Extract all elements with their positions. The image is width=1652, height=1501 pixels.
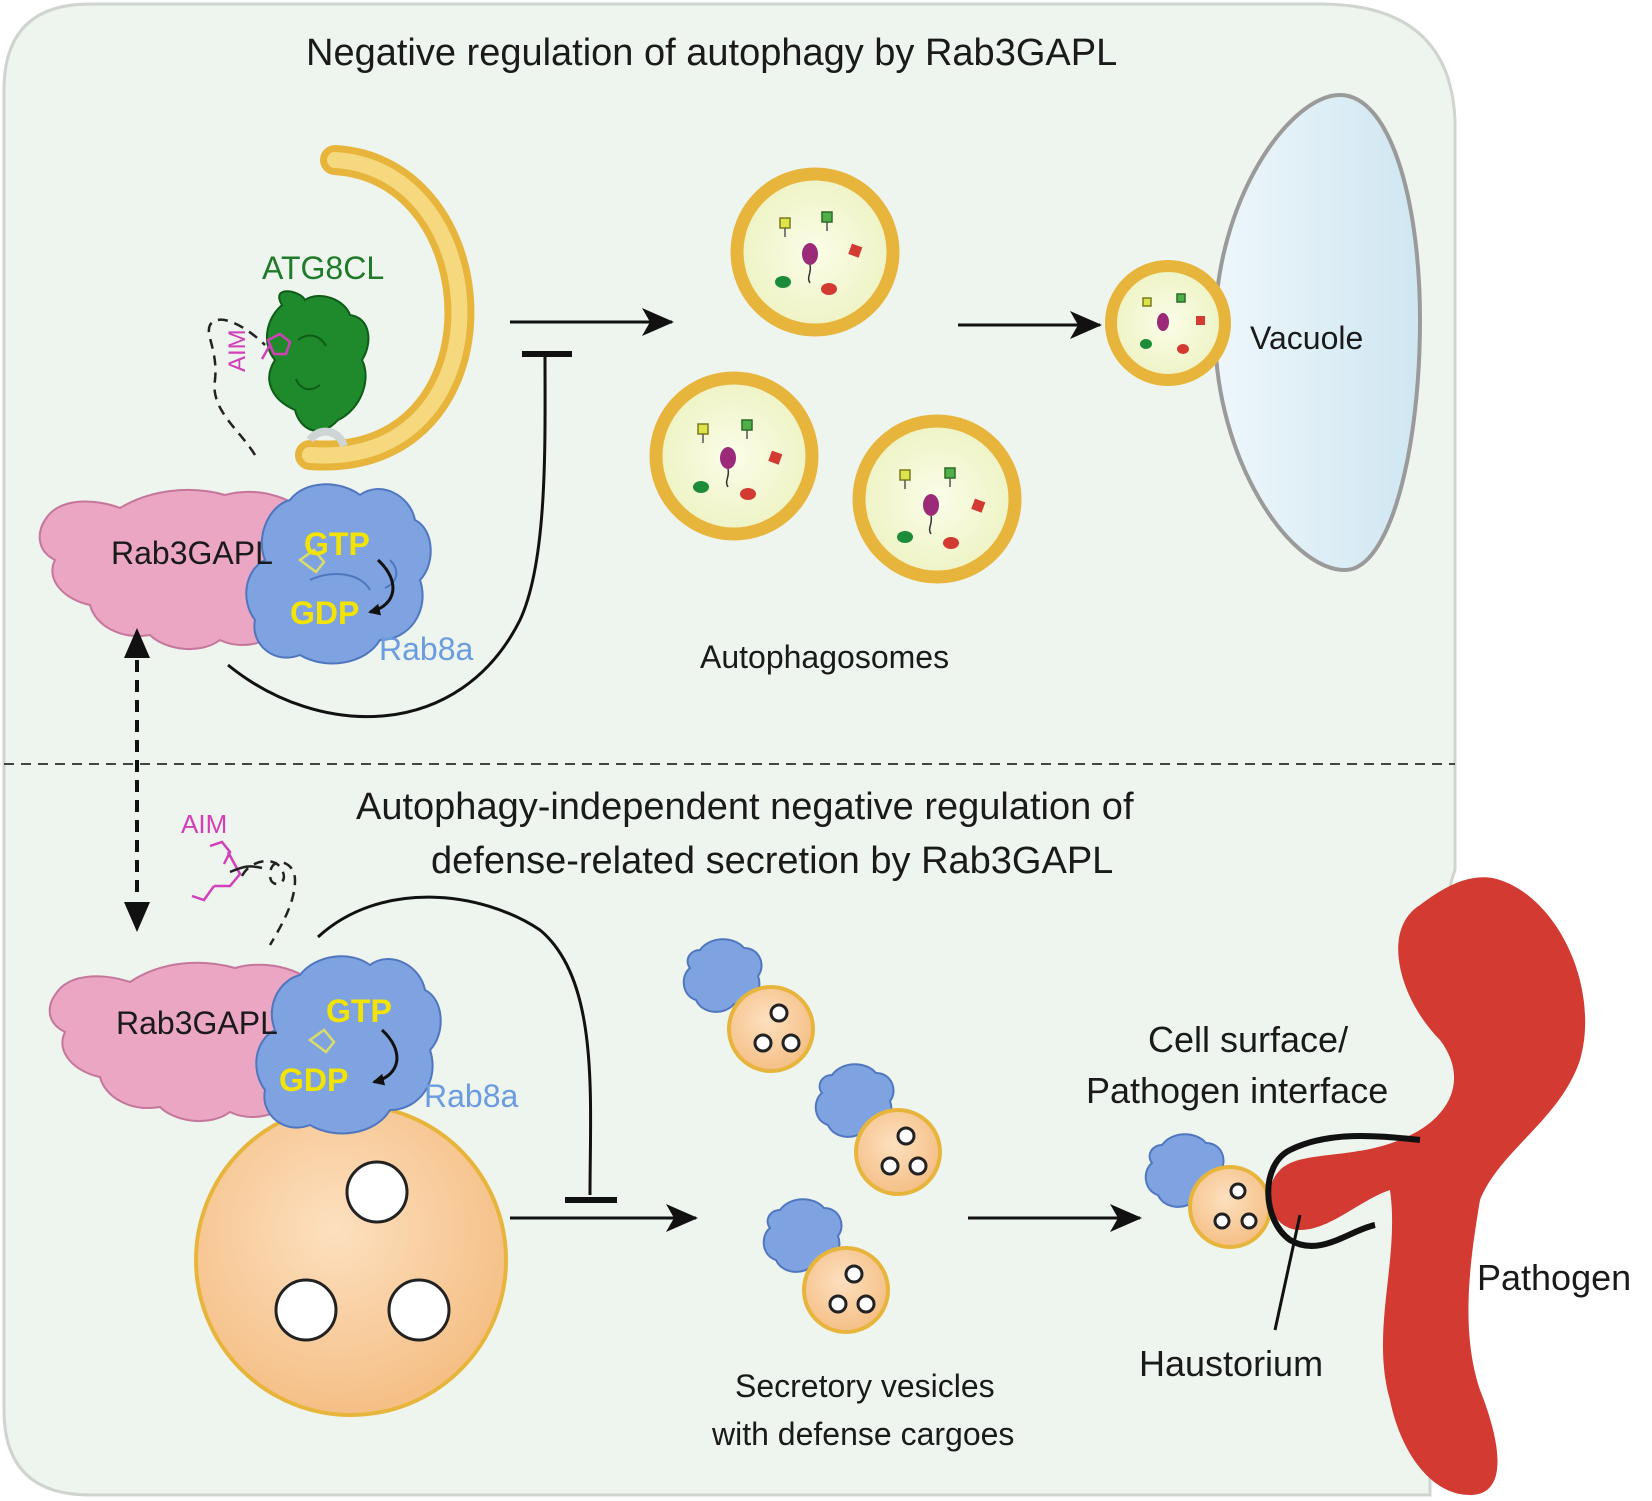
- gtp-label-bottom: GTP: [326, 993, 392, 1029]
- autophagosome-fusing: [1105, 260, 1231, 386]
- inhibition-arc-bottom: [316, 895, 593, 1196]
- rab8a-label-top: Rab8a: [379, 631, 474, 667]
- secretory-vesicle-1: [682, 938, 815, 1073]
- top-panel-title: Negative regulation of autophagy by Rab3…: [306, 32, 1118, 74]
- secretory-vesicle-large: [194, 1103, 508, 1417]
- autophagosomes-label: Autophagosomes: [700, 639, 950, 675]
- secretory-vesicle-2: [814, 1063, 942, 1196]
- aim-motif-icon: [260, 332, 292, 360]
- autophagosome-3: [852, 414, 1022, 584]
- autophagosome-2: [649, 371, 819, 541]
- secretory-vesicle-3: [762, 1198, 890, 1334]
- rab3gapl-label-top: Rab3GAPL: [111, 535, 273, 571]
- vesicles-label-line1: Secretory vesicles: [735, 1368, 995, 1404]
- bottom-panel-title-line1: Autophagy-independent negative regulatio…: [356, 786, 1134, 828]
- secretory-vesicle-interface: [1144, 1133, 1272, 1249]
- rab8a-protein-bottom: [255, 955, 442, 1135]
- gtp-to-gdp-arrow-bottom: [372, 1028, 399, 1086]
- aim-label-top: AIM: [224, 329, 251, 372]
- vesicles-label-line2: with defense cargoes: [712, 1416, 1015, 1452]
- atg8cl-protein: [265, 290, 370, 432]
- atg8cl-label: ATG8CL: [262, 250, 385, 286]
- vacuole: [1212, 92, 1423, 573]
- vacuole-label: Vacuole: [1250, 320, 1364, 356]
- gtp-label-top: GTP: [304, 526, 370, 562]
- interface-label-line2: Pathogen interface: [1086, 1070, 1389, 1111]
- aim-motif-icon-bottom: [191, 840, 242, 902]
- haustorium-membrane: [1265, 1132, 1421, 1249]
- aim-tether-bottom: [240, 859, 297, 946]
- gdp-label-bottom: GDP: [279, 1062, 349, 1098]
- rab8a-label-bottom: Rab8a: [424, 1078, 519, 1114]
- bottom-panel-title-line2: defense-related secretion by Rab3GAPL: [431, 840, 1114, 882]
- inhibition-arc-top: [227, 354, 547, 719]
- gdp-label-top: GDP: [290, 595, 360, 631]
- interface-label-line1: Cell surface/: [1148, 1019, 1349, 1060]
- aim-tether: [207, 318, 266, 456]
- pathogen-label: Pathogen: [1477, 1257, 1632, 1298]
- autophagosome-1: [730, 167, 900, 337]
- haustorium-pointer: [1273, 1214, 1302, 1331]
- haustorium-label: Haustorium: [1139, 1343, 1324, 1384]
- pathogen-hypha: [1269, 877, 1586, 1495]
- aim-label-bottom: AIM: [181, 809, 228, 839]
- gtp-to-gdp-arrow-top: [368, 558, 395, 616]
- rab3gapl-label-bottom: Rab3GAPL: [116, 1005, 278, 1041]
